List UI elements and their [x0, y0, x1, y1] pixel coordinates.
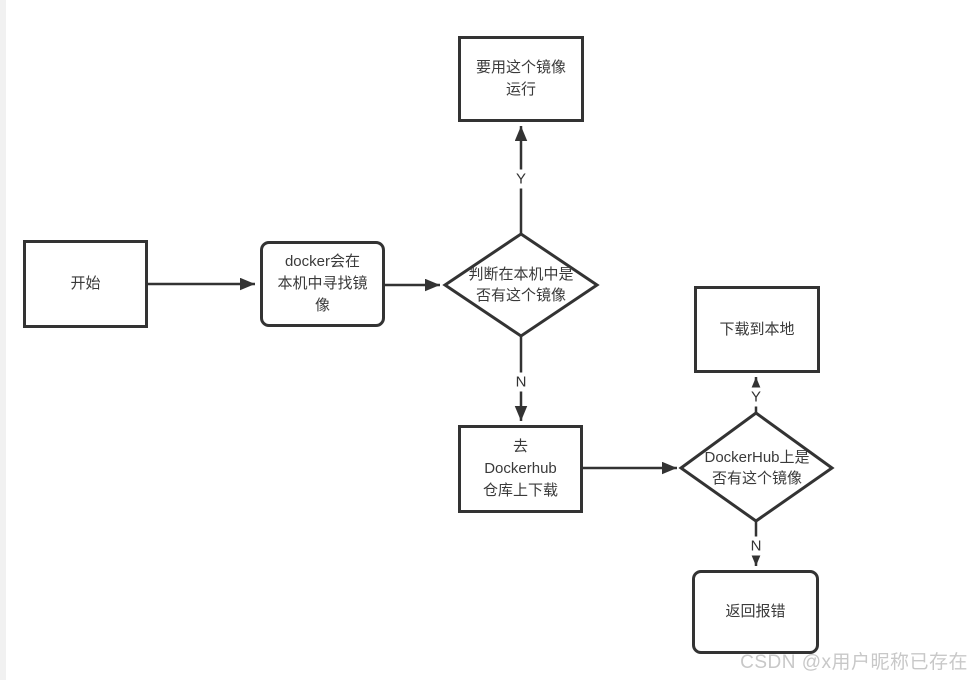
node-docker-search: docker会在 本机中寻找镜 像 [260, 241, 385, 327]
page-left-gutter [0, 0, 6, 680]
csdn-watermark: CSDN @x用户昵称已存在 [740, 652, 968, 673]
node-start: 开始 [23, 240, 148, 328]
decision-dockerhub-shape [678, 411, 835, 523]
node-download-local: 下载到本地 [694, 286, 820, 373]
edge-label-local-yes: Y [512, 169, 530, 189]
edge-label-hub-yes: Y [747, 387, 765, 407]
node-run-image: 要用这个镜像 运行 [458, 36, 584, 122]
edge-label-local-no: N [512, 372, 530, 392]
edge-label-hub-no: N [747, 536, 765, 556]
node-download-from-hub: 去 Dockerhub 仓库上下载 [458, 425, 583, 513]
node-return-error: 返回报错 [692, 570, 819, 654]
decision-local-image-shape [442, 232, 600, 338]
